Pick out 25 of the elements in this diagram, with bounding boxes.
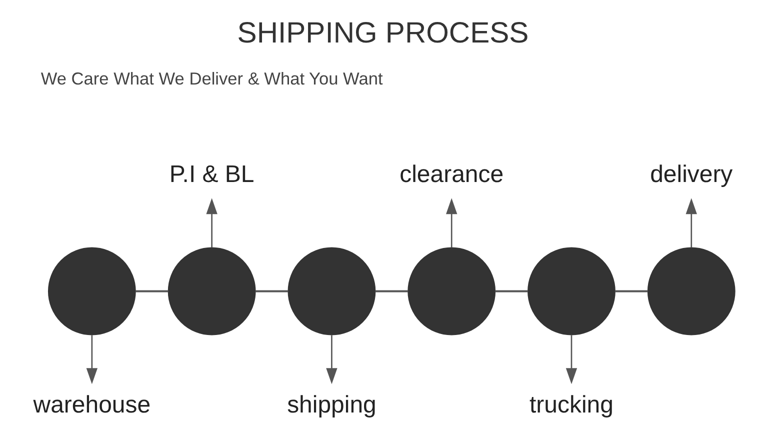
node-circle bbox=[168, 247, 256, 336]
arrow bbox=[206, 198, 218, 248]
node-circle bbox=[647, 247, 736, 336]
connector bbox=[375, 290, 408, 292]
connector bbox=[615, 290, 648, 292]
connector bbox=[255, 290, 288, 292]
node-text: trucking bbox=[530, 391, 614, 418]
node-circle bbox=[288, 247, 376, 336]
connector bbox=[136, 290, 168, 292]
diagram-title: SHIPPING PROCESS bbox=[237, 16, 529, 50]
node-circle bbox=[48, 247, 136, 336]
node-text: clearance bbox=[400, 160, 504, 188]
node-circle bbox=[408, 247, 496, 336]
node-text: warehouse bbox=[33, 391, 151, 418]
arrow bbox=[446, 198, 458, 248]
label: We Care What We Deliver & What You Want bbox=[40, 68, 383, 89]
connector bbox=[495, 290, 528, 292]
node-text: P.I & BL bbox=[169, 160, 254, 188]
arrow bbox=[686, 198, 697, 248]
arrow bbox=[566, 335, 578, 384]
node-text: shipping bbox=[287, 391, 376, 418]
arrow bbox=[326, 335, 338, 384]
node-circle bbox=[528, 247, 616, 336]
node-text: delivery bbox=[650, 160, 733, 188]
arrow bbox=[86, 335, 98, 384]
